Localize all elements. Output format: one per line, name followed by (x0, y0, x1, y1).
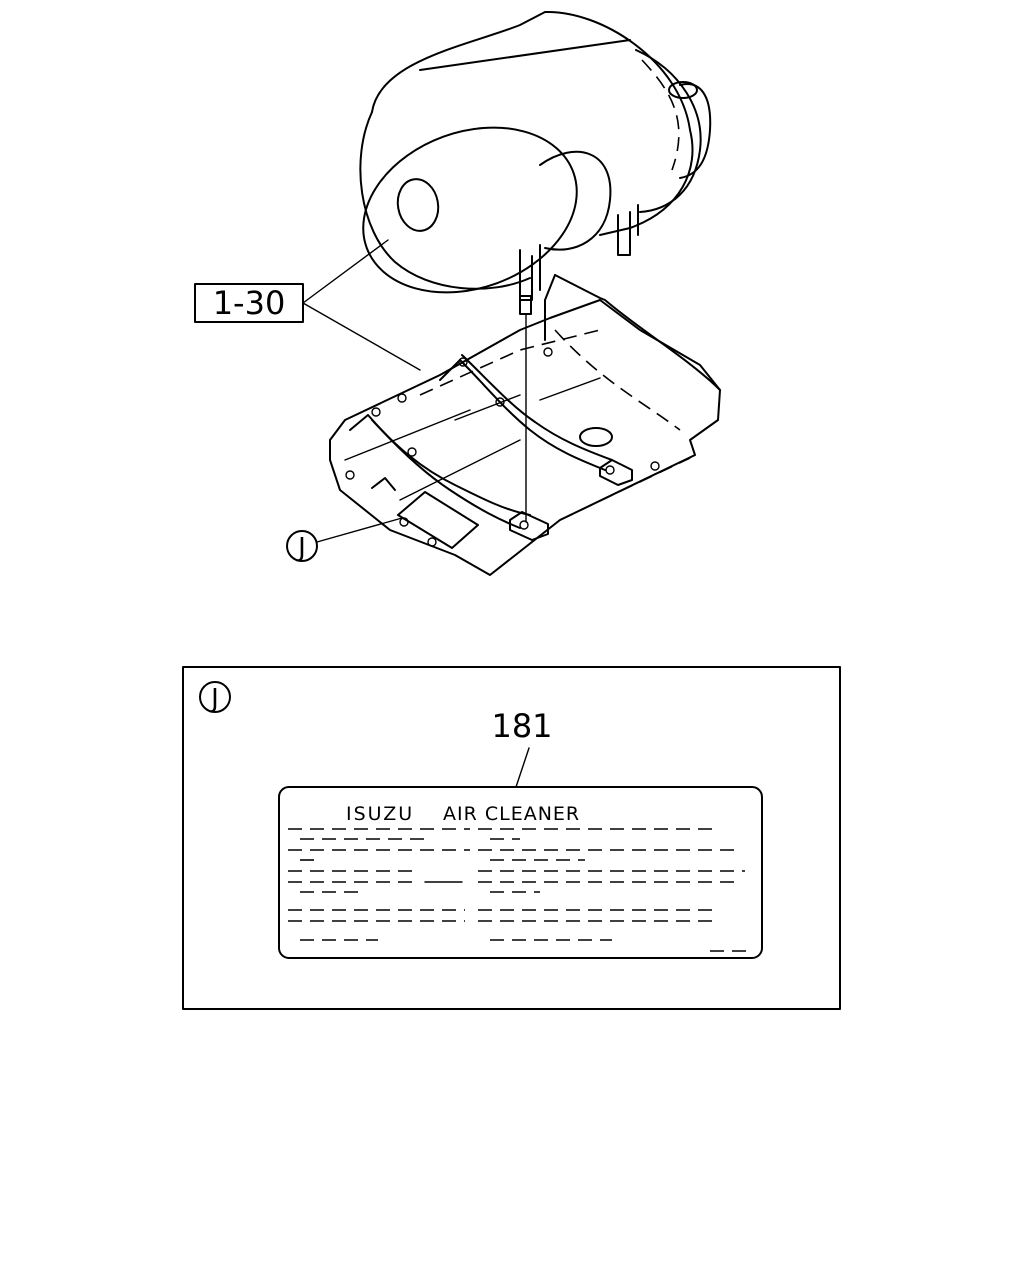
detail-view-frame (182, 666, 841, 1010)
part-number-label: 181 (491, 707, 552, 745)
detail-view-marker-label: J (209, 684, 219, 714)
detail-view: J 181 ISUZU AIR CLEANER (182, 666, 841, 1010)
label-brand-text: ISUZU (346, 803, 414, 825)
assembly-ref-label: 1-30 (213, 284, 286, 322)
detail-marker-label: J (296, 533, 306, 563)
detail-marker-circle (286, 530, 318, 562)
air-cleaner-label-plate (278, 786, 763, 959)
air-cleaner-drawing (359, 10, 712, 315)
detail-marker-callout: J (286, 517, 403, 563)
label-product-text: AIR CLEANER (443, 803, 580, 825)
assembly-callout: 1-30 (194, 239, 421, 371)
label-fine-print (288, 828, 752, 952)
detail-view-marker-circle (199, 681, 231, 713)
part-number-leader (515, 747, 530, 788)
mounting-bracket-drawing (329, 274, 721, 576)
